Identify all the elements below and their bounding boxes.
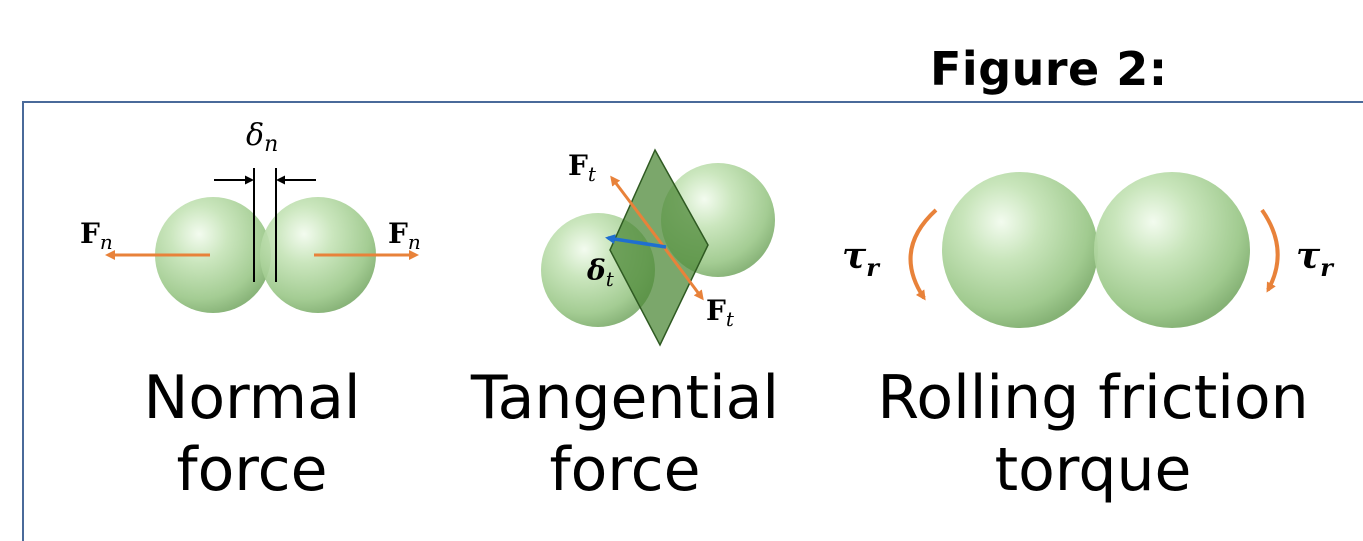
- torque-arrow-left: [908, 208, 938, 301]
- caption-rolling-friction: Rolling friction torque: [828, 362, 1358, 506]
- tangential-overlap-label: δt: [586, 254, 615, 291]
- figure-title: Figure 2:: [930, 42, 1168, 96]
- torque-label-right: τr: [1296, 235, 1335, 282]
- sphere-left: [155, 197, 271, 313]
- force-label-up: Ft: [568, 149, 597, 186]
- force-label-left: Fn: [80, 217, 113, 254]
- rolling-friction-panel: τr τr: [842, 172, 1335, 328]
- tangential-overlap-arrow: [605, 234, 667, 249]
- caption-line: Normal: [143, 363, 361, 433]
- torque-label-left: τr: [842, 235, 881, 282]
- caption-line: force: [549, 435, 701, 505]
- tangential-force-arrow-up: [610, 175, 657, 236]
- normal-force-panel: δn Fn Fn: [80, 118, 421, 313]
- sphere-right: [1094, 172, 1250, 328]
- sphere-left: [942, 172, 1098, 328]
- caption-line: force: [176, 435, 328, 505]
- caption-tangential-force: Tangential force: [440, 362, 810, 506]
- caption-line: Tangential: [470, 363, 780, 433]
- force-label-down: Ft: [706, 294, 735, 331]
- figure-frame: [22, 101, 1363, 541]
- tangential-force-panel: Ft Ft δt: [541, 148, 775, 347]
- caption-line: Rolling friction: [877, 363, 1309, 433]
- caption-line: torque: [994, 435, 1192, 505]
- torque-arrow-right: [1260, 208, 1280, 293]
- overlap-label: δn: [246, 118, 278, 157]
- caption-normal-force: Normal force: [112, 362, 392, 506]
- force-label-right: Fn: [388, 217, 421, 254]
